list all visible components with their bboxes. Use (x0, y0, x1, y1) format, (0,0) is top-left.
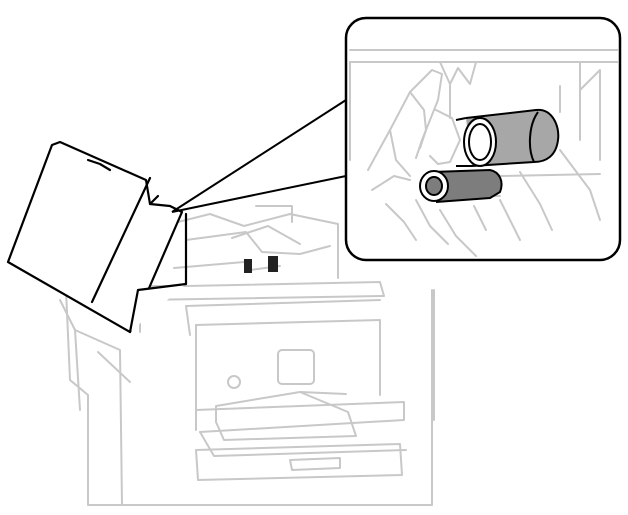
pickup-roller-upper (455, 108, 560, 167)
adf-cover-open (6, 140, 188, 334)
callout-zoom-box (344, 16, 622, 262)
paper-guide-tab (244, 256, 278, 273)
callout-leader-lines (171, 99, 347, 213)
separation-roller-lower (419, 169, 503, 203)
